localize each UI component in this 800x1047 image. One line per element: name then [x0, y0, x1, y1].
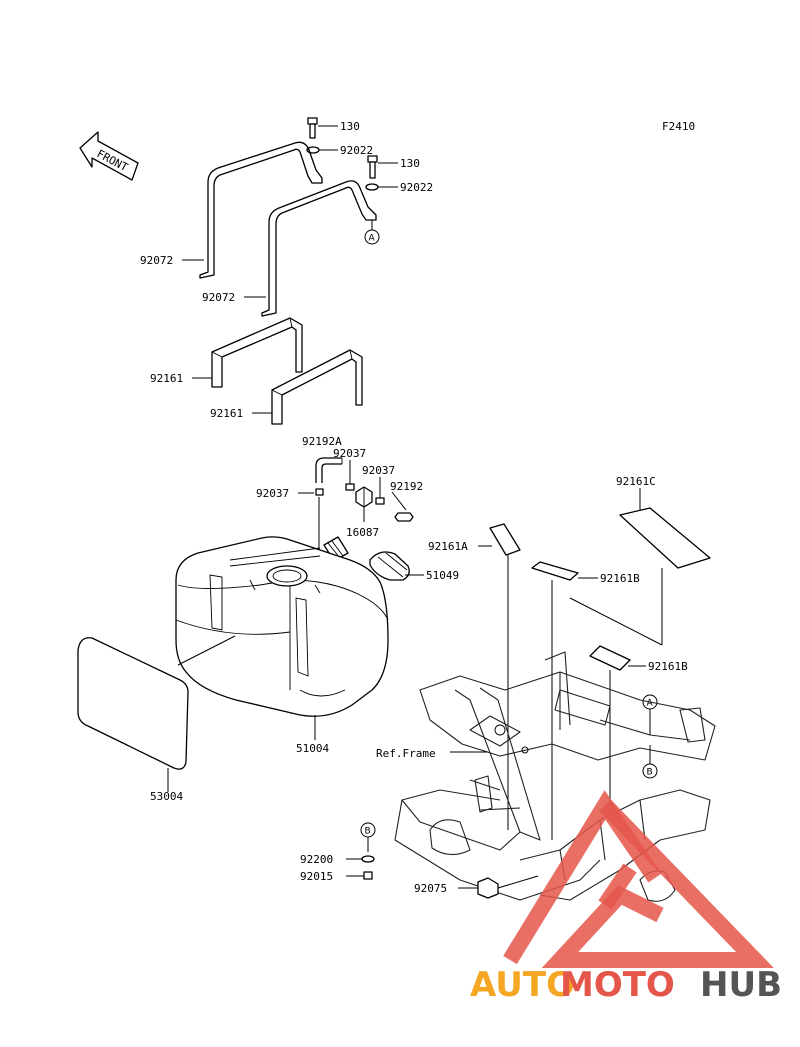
hose-92192A — [315, 457, 343, 483]
label-92037-c: 92037 — [256, 487, 289, 500]
nut-92015-icon — [363, 871, 373, 880]
clamp-92037-c-icon — [315, 488, 324, 496]
label-92161B-b: 92161B — [648, 660, 688, 673]
label-92161-a: 92161 — [150, 372, 183, 385]
label-92015: 92015 — [300, 870, 333, 883]
washer-92200-icon — [361, 855, 375, 863]
label-92072-b: 92072 — [202, 291, 235, 304]
callout-a-frame-label: A — [647, 699, 654, 709]
watermark-auto: AUTO — [470, 965, 575, 1005]
callout-b-frame-label: B — [647, 768, 653, 778]
pad-92161-b — [271, 349, 363, 425]
figure-code: F2410 — [662, 120, 695, 133]
front-arrow-icon: FRONT — [79, 131, 139, 181]
label-92022-b: 92022 — [400, 181, 433, 194]
label-92161-b: 92161 — [210, 407, 243, 420]
label-92192: 92192 — [390, 480, 423, 493]
pad-92161B-b — [589, 645, 631, 671]
label-92161C: 92161C — [616, 475, 656, 488]
pad-92161B-a — [531, 561, 579, 581]
label-92037-b: 92037 — [362, 464, 395, 477]
callout-a-top — [364, 229, 380, 245]
clamp-92037-a-icon — [345, 483, 355, 491]
hose-92192 — [394, 512, 414, 522]
label-51049: 51049 — [426, 569, 459, 582]
label-130-b: 130 — [400, 157, 420, 170]
pad-92161A — [489, 523, 521, 556]
collar-92075-icon — [477, 877, 499, 899]
strap-92072-a — [199, 141, 323, 279]
label-130-a: 130 — [340, 120, 360, 133]
label-16087: 16087 — [346, 526, 379, 539]
callout-a-top-label: A — [369, 234, 376, 244]
fuel-tank-51004 — [175, 536, 389, 717]
bolt-130-b-icon — [367, 155, 378, 179]
label-92161B-a: 92161B — [600, 572, 640, 585]
label-92072-a: 92072 — [140, 254, 173, 267]
label-92075: 92075 — [414, 882, 447, 895]
callout-b-bottom-label: B — [365, 827, 371, 837]
callout-b-frame — [642, 763, 658, 779]
ref-frame-label: Ref.Frame — [376, 747, 436, 760]
sheet-53004 — [77, 637, 189, 770]
label-92037-a: 92037 — [333, 447, 366, 460]
watermark-logo: AUTO MOTO HUB — [470, 790, 782, 1005]
label-51004: 51004 — [296, 742, 329, 755]
filter-16087 — [355, 486, 373, 508]
label-92200: 92200 — [300, 853, 333, 866]
label-53004: 53004 — [150, 790, 183, 803]
pad-92161C — [619, 507, 711, 569]
pad-92161-a — [211, 317, 303, 388]
watermark-moto: MOTO — [560, 965, 675, 1005]
clamp-92037-b-icon — [375, 497, 385, 505]
label-92022-a: 92022 — [340, 144, 373, 157]
label-92192A: 92192A — [302, 435, 342, 448]
label-92161A: 92161A — [428, 540, 468, 553]
bolt-130-a-icon — [307, 117, 318, 139]
strap-92072-b — [261, 180, 377, 317]
washer-92022-b-icon — [365, 183, 379, 191]
watermark-hub: HUB — [700, 965, 782, 1005]
